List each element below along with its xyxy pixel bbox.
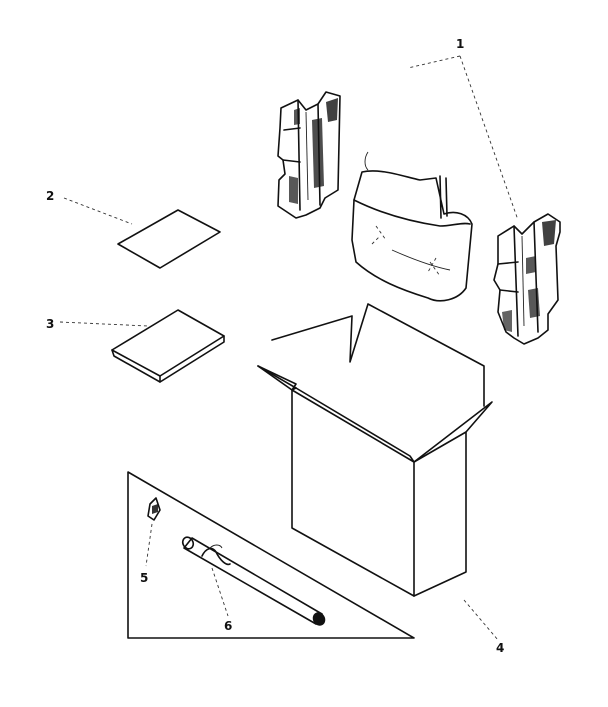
hardware-bag xyxy=(127,471,415,639)
callout-1-leaders xyxy=(407,55,519,221)
callout-2: 2 xyxy=(46,189,54,203)
clip-part xyxy=(145,497,161,567)
shipping-carton xyxy=(257,303,499,641)
callout-3: 3 xyxy=(46,317,54,331)
instruction-sheet xyxy=(63,197,221,269)
plastic-bag xyxy=(351,151,473,302)
callout-4: 4 xyxy=(496,641,504,655)
callout-6: 6 xyxy=(224,619,232,633)
callout-5: 5 xyxy=(140,571,148,585)
foam-endcap-right xyxy=(493,213,561,345)
tube-part xyxy=(181,536,326,626)
callout-1: 1 xyxy=(456,37,464,51)
foam-endcap-left xyxy=(277,91,341,219)
owners-manual xyxy=(59,309,225,383)
